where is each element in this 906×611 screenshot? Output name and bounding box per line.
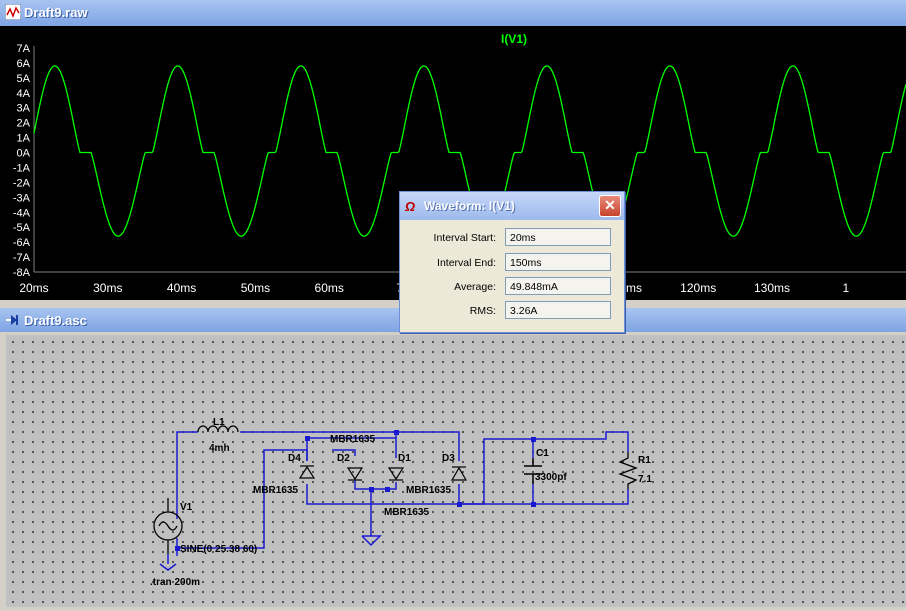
interval-end-field[interactable]: 150ms xyxy=(505,253,611,271)
label-d4: D4 xyxy=(288,453,301,464)
schematic-wires[interactable] xyxy=(176,431,629,556)
series-legend-label[interactable]: I(V1) xyxy=(501,32,527,46)
label-mbr-right: MBR1635 xyxy=(406,485,451,496)
y-tick-label: -5A xyxy=(13,222,31,234)
y-tick-labels: 7A 6A 5A 4A 3A 2A 1A 0A -1A -2A -3A -4A -5A -6A -7A -8A xyxy=(13,43,31,279)
y-tick-label: 7A xyxy=(17,43,31,55)
waveform-window[interactable]: Draft9.raw I(V1) 7A 6A 5A 4A 3A 2A 1A 0A -1A -2A -… xyxy=(0,0,906,300)
schematic-drawing[interactable]: L1 4mh MBR1635 D4 D2 D1 D3 MBR1635 MBR16… xyxy=(0,308,906,611)
x-tick-label: 40ms xyxy=(167,281,196,295)
x-tick-label: 120ms xyxy=(680,281,716,295)
average-label: Average: xyxy=(454,281,496,293)
diode-d4[interactable] xyxy=(298,465,316,479)
rms-field[interactable]: 3.26A xyxy=(505,301,611,319)
dialog-titlebar[interactable]: Ω Waveform: I(V1) ✕ xyxy=(400,192,624,220)
dialog-title: Waveform: I(V1) xyxy=(424,199,515,213)
label-mbr-bottom: MBR1635 xyxy=(384,507,429,518)
interval-end-row: Interval End: 150ms xyxy=(400,253,624,273)
diode-d2[interactable] xyxy=(346,467,364,481)
y-tick-label: 3A xyxy=(17,103,31,115)
waveform-icon xyxy=(5,4,21,20)
y-tick-label: 4A xyxy=(17,88,31,100)
resistor-r1[interactable] xyxy=(618,452,638,489)
y-tick-label: 1A xyxy=(17,133,31,145)
label-d3: D3 xyxy=(442,453,455,464)
label-mbr-left: MBR1635 xyxy=(253,485,298,496)
y-tick-label: -8A xyxy=(13,267,31,279)
schematic-canvas[interactable] xyxy=(6,335,906,607)
y-tick-label: -4A xyxy=(13,207,31,219)
y-tick-label: 2A xyxy=(17,118,31,130)
average-field[interactable]: 49.848mA xyxy=(505,277,611,295)
rms-label: RMS: xyxy=(469,305,496,317)
waveform-window-titlebar[interactable]: Draft9.raw xyxy=(0,0,906,26)
label-c1: C1 xyxy=(536,448,549,459)
close-button[interactable]: ✕ xyxy=(599,195,621,217)
interval-start-label: Interval Start: xyxy=(433,232,496,244)
waveform-info-dialog[interactable]: Ω Waveform: I(V1) ✕ Interval Start: 20ms… xyxy=(399,191,625,333)
y-tick-label: 0A xyxy=(17,148,31,160)
label-r1-value: 7.1 xyxy=(638,474,652,485)
ltspice-icon: Ω xyxy=(405,199,416,214)
x-tick-label: 30ms xyxy=(93,281,122,295)
diode-d3[interactable] xyxy=(450,466,468,481)
y-tick-label: -2A xyxy=(13,177,31,189)
y-tick-label: -6A xyxy=(13,237,31,249)
average-row: Average: 49.848mA xyxy=(400,277,624,297)
x-tick-label: 20ms xyxy=(19,281,48,295)
junction-dots xyxy=(175,430,536,551)
x-tick-label: 130ms xyxy=(754,281,790,295)
y-tick-label: -3A xyxy=(13,192,31,204)
y-tick-label: 5A xyxy=(17,73,31,85)
voltage-source-v1[interactable] xyxy=(153,498,183,571)
schematic-window[interactable]: Draft9.asc xyxy=(0,308,906,611)
waveform-window-title: Draft9.raw xyxy=(24,5,88,20)
label-d2: D2 xyxy=(337,453,350,464)
label-v1: V1 xyxy=(180,502,193,513)
tran-directive[interactable]: .tran 200m xyxy=(150,577,200,588)
x-tick-label: 50ms xyxy=(241,281,270,295)
label-d1: D1 xyxy=(398,453,411,464)
label-l1: L1 xyxy=(213,417,225,428)
x-tick-label: 60ms xyxy=(315,281,344,295)
x-tick-label: 1 xyxy=(842,281,849,295)
diode-d1[interactable] xyxy=(387,467,405,481)
y-tick-label: 6A xyxy=(17,58,31,70)
ground-symbol xyxy=(361,535,382,547)
y-tick-label: -1A xyxy=(13,162,31,174)
capacitor-c1[interactable] xyxy=(524,458,542,484)
label-mbr-top: MBR1635 xyxy=(330,434,375,445)
schematic-window-title: Draft9.asc xyxy=(24,313,87,328)
label-l1-value: 4mh xyxy=(209,443,230,454)
label-r1: R1 xyxy=(638,455,651,466)
interval-end-label: Interval End: xyxy=(437,257,496,269)
inductor-l1[interactable] xyxy=(197,425,239,433)
label-c1-value: 3300pf xyxy=(535,472,567,483)
label-v1-value: SINE(0 25.38 60) xyxy=(180,544,257,555)
y-tick-label: -7A xyxy=(13,252,31,264)
schematic-icon xyxy=(6,315,18,325)
interval-start-field[interactable]: 20ms xyxy=(505,228,611,246)
rms-row: RMS: 3.26A xyxy=(400,301,624,321)
interval-start-row: Interval Start: 20ms xyxy=(400,228,624,248)
